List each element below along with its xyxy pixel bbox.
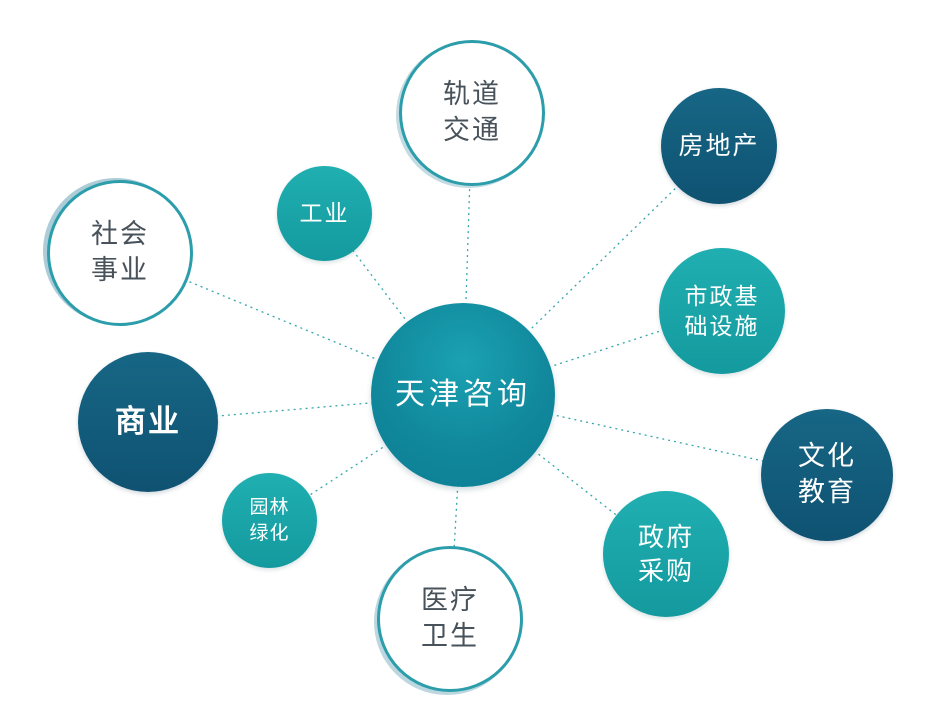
center-label: 天津咨询: [395, 378, 531, 412]
node-rail-transit: 轨道交通: [399, 40, 545, 186]
node-landscaping: 园林绿化: [222, 473, 317, 568]
node-municipal-infrastructure: 市政基础设施: [659, 248, 785, 374]
node-label: 文化教育: [798, 441, 856, 507]
node-label: 医疗卫生: [421, 585, 479, 651]
node-social-undertakings: 社会事业: [47, 180, 193, 326]
node-label: 房地产: [678, 131, 760, 160]
node-real-estate: 房地产: [661, 88, 777, 204]
node-label: 轨道交通: [443, 79, 501, 145]
node-label: 工业: [299, 200, 350, 227]
node-medical-health: 医疗卫生: [377, 546, 523, 692]
node-commerce: 商业: [78, 352, 218, 492]
node-culture-education: 文化教育: [761, 409, 893, 541]
node-industry: 工业: [277, 166, 372, 261]
connector-line: [462, 394, 828, 476]
node-label: 市政基础设施: [684, 282, 760, 339]
node-label: 政府采购: [637, 521, 694, 586]
node-label: 园林绿化: [249, 497, 290, 544]
node-label: 社会事业: [91, 219, 149, 285]
node-center-tianjin-consulting: 天津咨询: [371, 303, 555, 487]
node-label: 商业: [115, 403, 181, 439]
node-government-procurement: 政府采购: [603, 491, 729, 617]
